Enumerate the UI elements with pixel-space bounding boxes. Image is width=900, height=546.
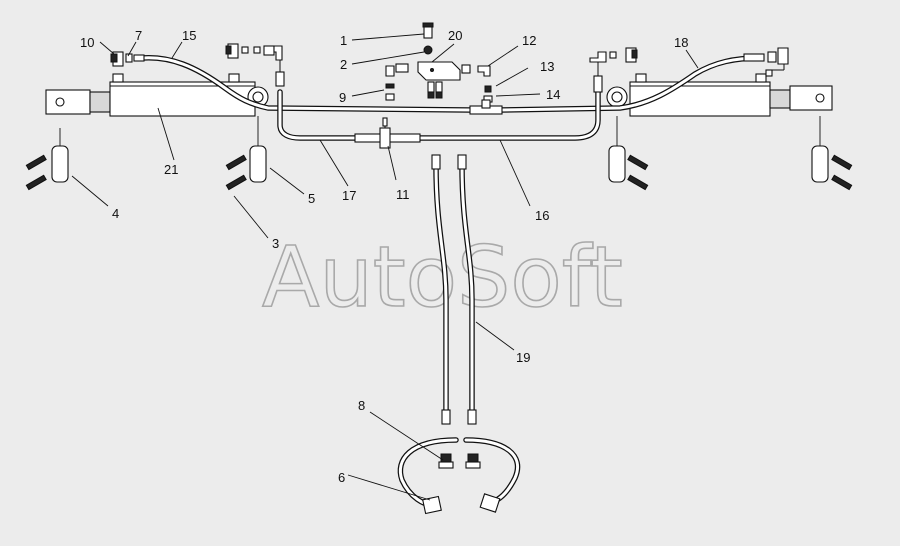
quick-coupling-8	[438, 453, 481, 469]
hose-16	[417, 89, 601, 141]
callout-14: 14	[546, 87, 560, 102]
tee-fitting-11	[354, 117, 421, 149]
callout-10: 10	[80, 35, 94, 50]
loop-hose-6-right	[463, 437, 521, 513]
callout-19: 19	[516, 350, 530, 365]
hose-19-right	[457, 154, 477, 425]
hose-19-left	[431, 154, 451, 425]
callout-15: 15	[182, 28, 196, 43]
callout-6: 6	[338, 470, 345, 485]
valve-block-20	[385, 22, 493, 103]
callout-13: 13	[540, 59, 554, 74]
leader-lines	[71, 33, 699, 501]
callout-20: 20	[448, 28, 462, 43]
callout-16: 16	[535, 208, 549, 223]
callout-7: 7	[135, 28, 142, 43]
callout-2: 2	[340, 57, 347, 72]
left-fitting-set	[225, 43, 285, 87]
callout-9: 9	[339, 90, 346, 105]
callout-labels: 1 2 3 4 5 6 7 8 9 10 11 12 13 14 15 16 1…	[80, 28, 688, 485]
hose-15	[139, 55, 473, 113]
center-left-pin-bushing-set	[225, 116, 267, 191]
callout-21: 21	[164, 162, 178, 177]
callout-11: 11	[396, 187, 410, 202]
callout-17: 17	[342, 188, 356, 203]
tee-fitting-14	[469, 99, 503, 115]
callout-12: 12	[522, 33, 536, 48]
right-pin-bushing-set	[811, 116, 853, 191]
center-right-pin-bushing-set	[608, 116, 649, 191]
callout-8: 8	[358, 398, 365, 413]
callout-1: 1	[340, 33, 347, 48]
left-pin-bushing-set	[25, 128, 69, 191]
hose-17	[277, 89, 358, 141]
loop-hose-6-left	[397, 437, 459, 515]
callout-18: 18	[674, 35, 688, 50]
hose-18	[497, 55, 763, 113]
elbow-fitting-10	[110, 51, 124, 67]
right-fitting-set	[589, 47, 789, 93]
callout-3: 3	[272, 236, 279, 251]
right-hydraulic-cylinder	[606, 73, 833, 117]
left-hydraulic-cylinder	[45, 73, 269, 117]
callout-4: 4	[112, 206, 119, 221]
callout-5: 5	[308, 191, 315, 206]
